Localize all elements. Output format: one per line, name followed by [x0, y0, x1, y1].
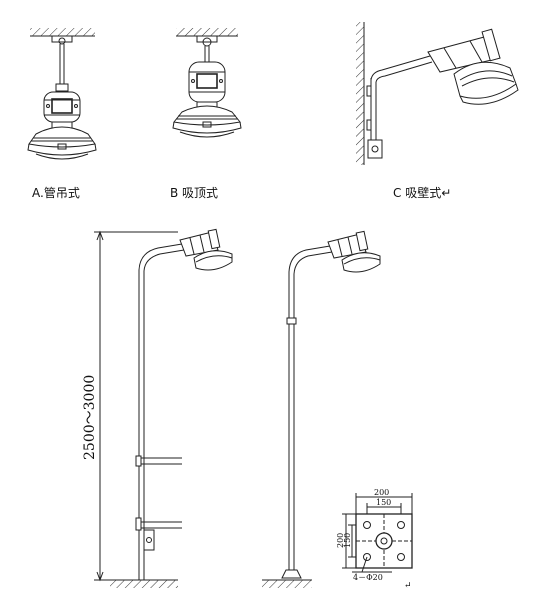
base-side-inner-dimension: 150 [343, 533, 352, 548]
holes-dimension: 4－Φ20 [353, 573, 383, 582]
lamp-c-wall-mounted [356, 22, 519, 165]
base-plate-detail [342, 493, 413, 573]
lamp-a-pipe-hung [27, 28, 97, 160]
base-inner-dimension: 150 [376, 498, 391, 507]
base-side-outer-dimension: 200 [336, 533, 345, 548]
label-a-pipe-hung: A.管吊式 [32, 186, 80, 200]
label-b-ceiling-mounted: B 吸顶式 [170, 186, 219, 200]
label-c-wall-mounted: C 吸壁式↵ [393, 186, 452, 200]
pole-simple [262, 230, 381, 588]
base-outer-dimension: 200 [374, 488, 389, 497]
return-mark: ↵ [404, 581, 412, 591]
lamp-b-ceiling-mounted [172, 28, 242, 138]
pole-with-ladder [94, 228, 233, 588]
height-dimension-label: 2500～3000 [82, 375, 98, 460]
